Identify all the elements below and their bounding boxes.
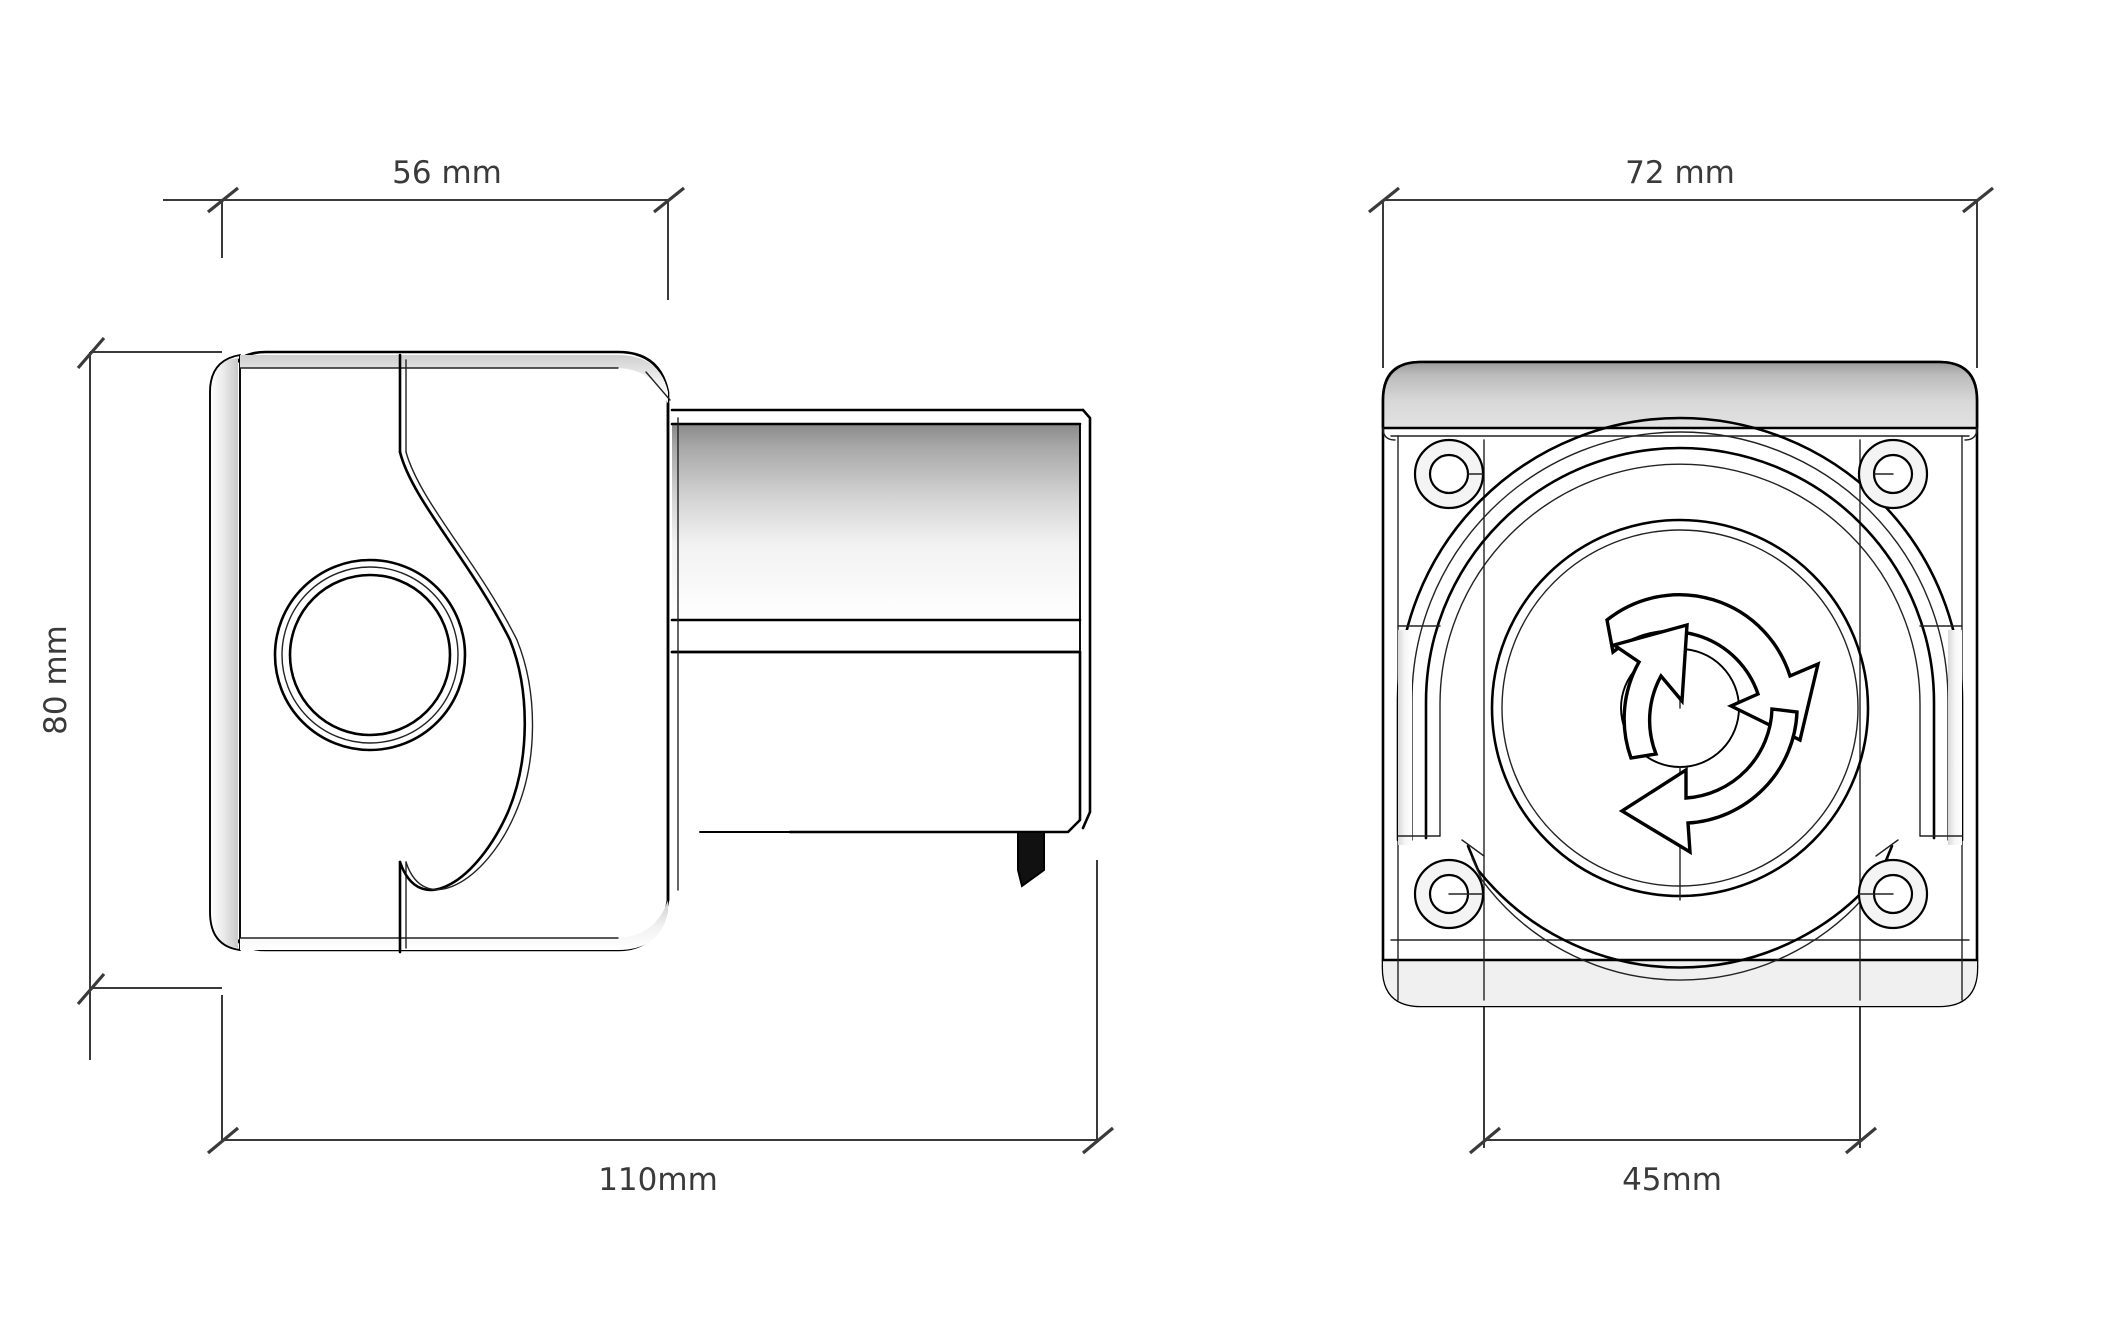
dim-tick-top [76, 336, 106, 370]
notch-bottom-right [1875, 839, 1899, 857]
dimension-label-110: 110mm [598, 1162, 718, 1198]
port-circle-inner [288, 573, 452, 737]
dim-tick-left [1368, 186, 1400, 214]
spigot-gradient-band [672, 424, 1080, 620]
front-top-bar [1381, 360, 1979, 430]
port-circle-outer [273, 558, 467, 752]
dim-tick-left [1468, 1126, 1502, 1155]
dimension-label-80: 80 mm [38, 625, 74, 735]
dimension-110mm: 110mm [206, 860, 1115, 1198]
boss-hole-tl [1428, 453, 1470, 495]
connector-tab [1017, 831, 1045, 888]
front-top-bar-shade [1383, 362, 1977, 428]
dim-tick-right [1844, 1126, 1878, 1155]
side-spigot [670, 408, 1092, 888]
housing-corner-chamfer [645, 371, 671, 401]
dimension-label-45: 45mm [1622, 1162, 1722, 1198]
boss-top-left [1413, 438, 1485, 510]
front-flange-ring [1396, 416, 1964, 981]
dimension-label-72: 72 mm [1625, 155, 1735, 191]
side-view-group: 56 mm 80 mm 110mm [38, 155, 1115, 1198]
boss-bottom-left [1413, 858, 1485, 930]
front-corner-round-tr [1964, 427, 1978, 441]
flange-arc-lower [1466, 844, 1894, 969]
dim-tick-left [207, 186, 239, 214]
housing-top-shade [240, 355, 668, 404]
housing-left-rail-shade [210, 358, 238, 948]
rotation-symbol [1605, 593, 1821, 856]
flange-arc-outer-2 [1411, 431, 1949, 841]
flange-arc-lower-2 [1471, 857, 1889, 981]
boss-bottom-right [1857, 858, 1929, 930]
dim-tick-bottom [76, 972, 106, 1006]
rotation-arrow-left [1609, 622, 1689, 760]
flange-arc-outer-4 [1439, 463, 1921, 837]
front-view-group: 72 mm 45mm [1368, 155, 1994, 1198]
dim-tick-right [1081, 1126, 1115, 1155]
front-flange-notches [1461, 839, 1899, 857]
internal-c-contour-outer [398, 450, 527, 892]
dim-tick-left [206, 1126, 240, 1155]
dimension-56mm: 56 mm [163, 155, 685, 300]
front-bottom-bar-shade [1383, 960, 1977, 1006]
dim-tick-right [653, 186, 685, 214]
dimension-label-56: 56 mm [392, 155, 502, 191]
housing-bottom-shade [240, 900, 668, 950]
front-corner-bosses [1413, 438, 1929, 930]
flange-rail-shade-left [1398, 630, 1412, 845]
spigot-end-flange [1081, 408, 1092, 830]
dim-tick-right [1962, 186, 1994, 214]
port-circle-mid [281, 566, 459, 744]
side-housing-body [209, 350, 679, 954]
spigot-lower-body [670, 650, 1082, 834]
boss-top-right [1857, 438, 1929, 510]
notch-bottom-left [1461, 839, 1485, 857]
flange-rail-shade-right [1948, 630, 1962, 845]
dimension-72mm: 72 mm [1368, 155, 1994, 368]
housing-outline [226, 350, 670, 952]
flange-arc-outer [1396, 416, 1964, 842]
rotation-arrow-right [1618, 707, 1799, 856]
front-corner-round-tl [1382, 427, 1396, 441]
dimension-80mm: 80 mm [38, 336, 222, 1060]
flange-arc-outer-3 [1424, 446, 1936, 840]
internal-c-contour-inner [405, 451, 534, 891]
